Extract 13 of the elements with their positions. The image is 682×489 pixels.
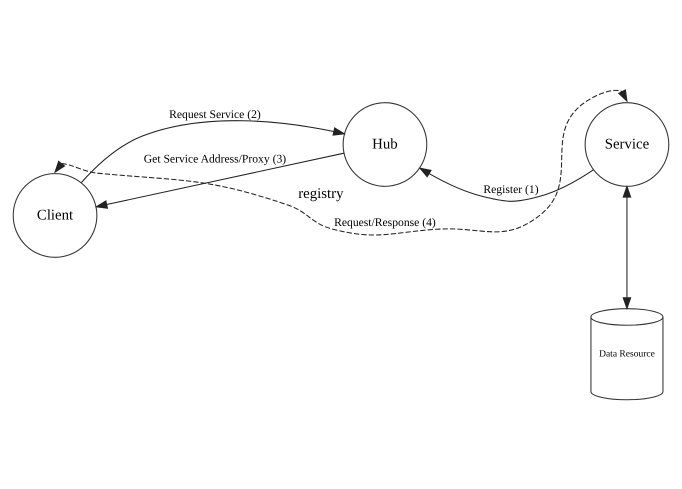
node-label: registry	[298, 186, 344, 202]
edge-label: Get Service Address/Proxy (3)	[144, 152, 286, 165]
arrow	[54, 88, 628, 235]
node-circle: Hub	[342, 102, 428, 186]
edge-label: Request Service (2)	[169, 107, 261, 120]
arrow	[418, 166, 594, 202]
node-circle: Service	[584, 102, 670, 186]
edge-label: Register (1)	[483, 182, 539, 196]
arrow	[622, 184, 632, 310]
edge-label: Request/Response (4)	[334, 215, 436, 228]
node-circle: Client	[12, 172, 98, 258]
arrow	[81, 120, 346, 182]
arrow	[94, 152, 344, 208]
